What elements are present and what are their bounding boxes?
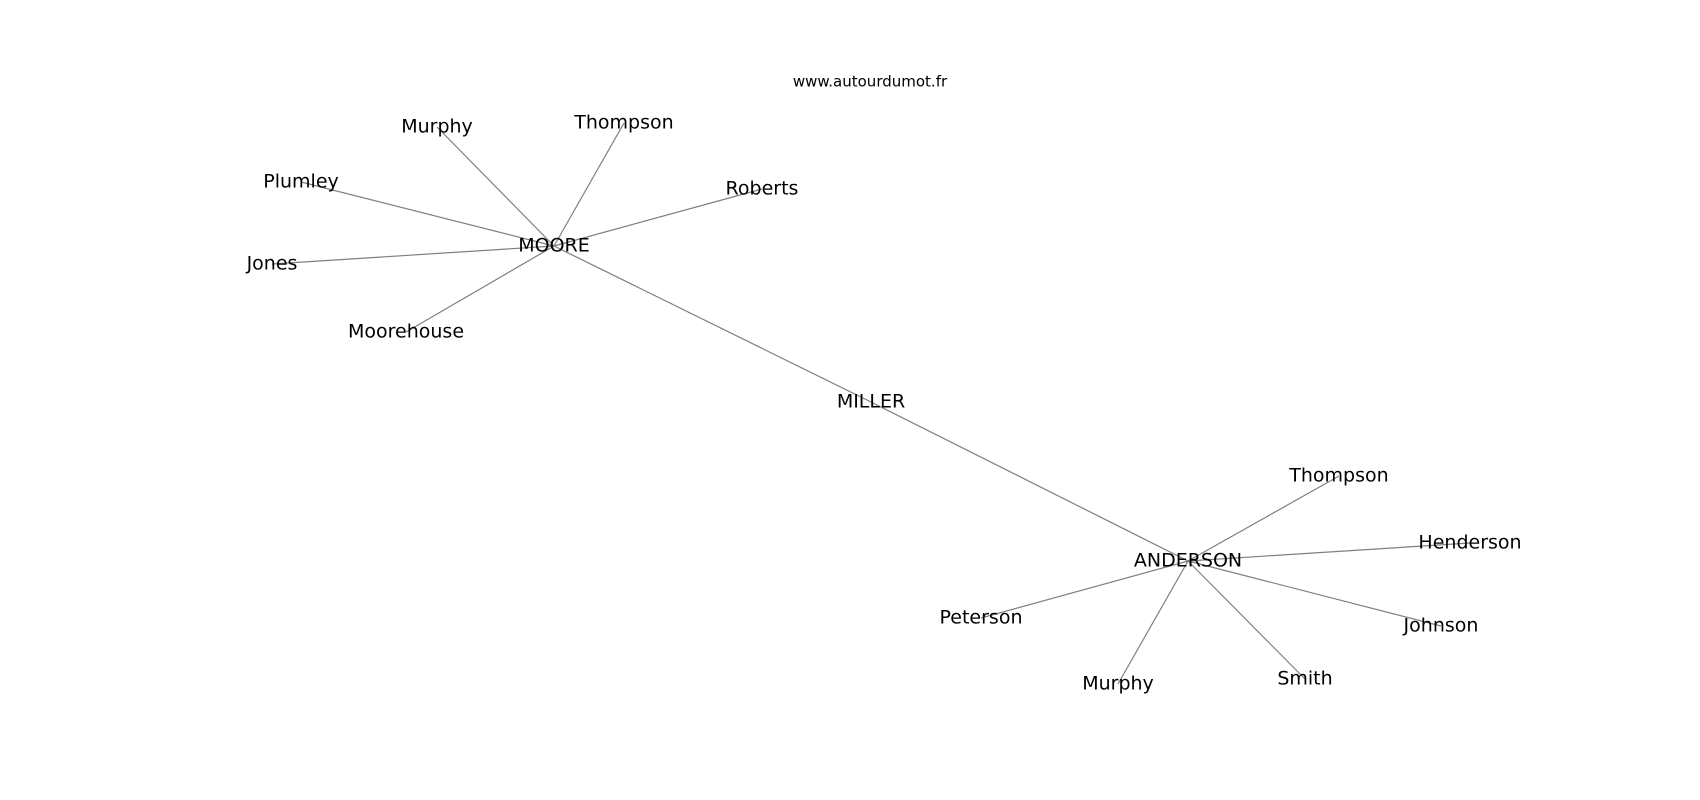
edge-anderson-anderson_smith — [1187, 560, 1306, 680]
edge-miller-anderson — [870, 401, 1189, 562]
node-label-anderson-johnson: Johnson — [1403, 615, 1479, 637]
edge-anderson-anderson_thompson — [1187, 475, 1340, 562]
edge-anderson-anderson_johnson — [1187, 560, 1442, 627]
node-label-anderson-henderson: Henderson — [1418, 532, 1521, 554]
edge-anderson-anderson_murphy — [1117, 560, 1189, 685]
node-label-moore-moorehouse: Moorehouse — [348, 321, 464, 343]
node-label-anderson-smith: Smith — [1277, 668, 1332, 690]
node-label-anderson-murphy: Murphy — [1082, 673, 1154, 695]
edge-moore-moore_jones — [271, 245, 555, 265]
edge-anderson-anderson_peterson — [980, 560, 1189, 619]
edge-moore-moore_roberts — [553, 188, 763, 247]
edge-moore-moore_plumley — [300, 181, 555, 247]
node-label-moore-murphy: Murphy — [401, 116, 473, 138]
node-label-miller: MILLER — [837, 391, 905, 413]
edge-moore-moore_murphy — [436, 126, 555, 247]
node-label-anderson: ANDERSON — [1134, 550, 1242, 572]
edge-moore-miller — [553, 245, 872, 403]
node-label-moore-roberts: Roberts — [726, 178, 799, 200]
node-label-anderson-peterson: Peterson — [940, 607, 1023, 629]
edge-moore-moore_moorehouse — [405, 245, 555, 333]
node-label-moore-plumley: Plumley — [263, 171, 339, 193]
watermark-text: www.autourdumot.fr — [793, 73, 948, 91]
edge-anderson-anderson_henderson — [1187, 542, 1471, 562]
node-label-moore-jones: Jones — [246, 253, 298, 275]
node-label-moore-thompson: Thompson — [573, 112, 673, 134]
edges-layer — [271, 122, 1471, 685]
node-label-anderson-thompson: Thompson — [1288, 465, 1388, 487]
node-label-moore: MOORE — [518, 235, 590, 257]
edge-moore-moore_thompson — [553, 122, 625, 247]
